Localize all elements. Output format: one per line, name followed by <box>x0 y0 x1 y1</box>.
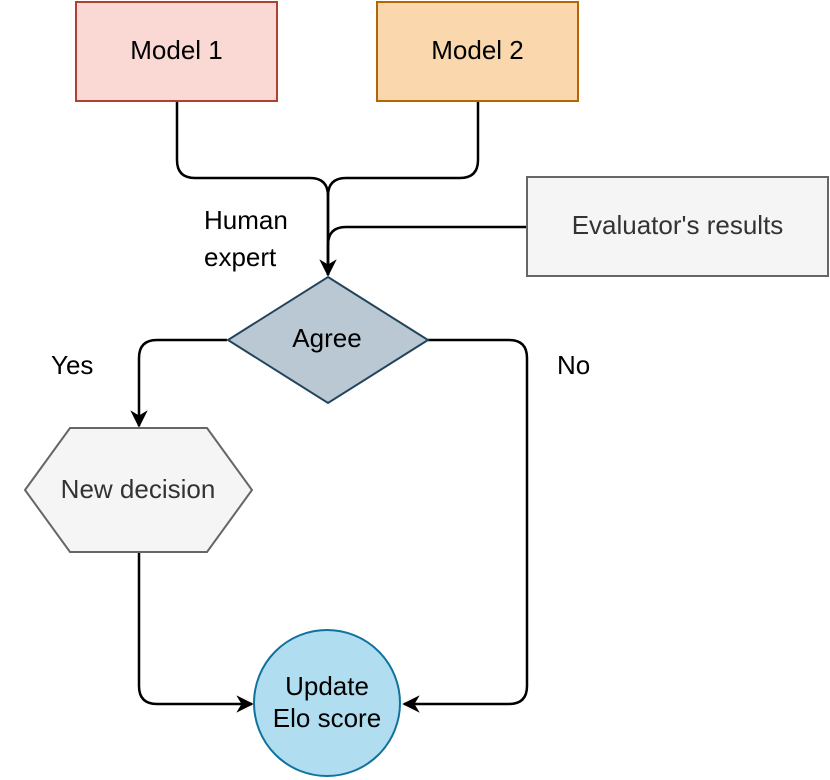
evaluator-results-label: Evaluator's results <box>572 210 784 240</box>
agree-label: Agree <box>292 323 361 353</box>
edge-evaluator-to-agree <box>326 225 527 275</box>
edge-agree-yes-to-new-decision <box>130 338 227 428</box>
model-1-node: Model 1 <box>75 1 278 102</box>
edge-agree-no-to-update-elo <box>402 338 529 713</box>
update-elo-score-node: Update Elo score <box>253 629 401 777</box>
update-elo-label-line1: Update <box>285 671 369 701</box>
human-expert-label-line1: Human <box>204 205 288 235</box>
model-2-node: Model 2 <box>376 1 579 102</box>
edge-new-decision-to-update-elo <box>137 553 254 713</box>
edge-model2-to-agree <box>326 102 480 275</box>
new-decision-label: New decision <box>61 474 216 504</box>
update-elo-label-line2: Elo score <box>273 703 381 733</box>
agree-decision-node: Agree <box>226 275 430 405</box>
model-2-label: Model 2 <box>431 35 524 65</box>
human-expert-label-line2: expert <box>204 242 277 272</box>
no-label: No <box>557 350 590 380</box>
evaluator-results-node: Evaluator's results <box>526 176 829 277</box>
yes-label: Yes <box>51 350 93 380</box>
new-decision-node: New decision <box>23 427 254 553</box>
edge-model1-to-agree <box>175 102 337 277</box>
model-1-label: Model 1 <box>130 35 223 65</box>
